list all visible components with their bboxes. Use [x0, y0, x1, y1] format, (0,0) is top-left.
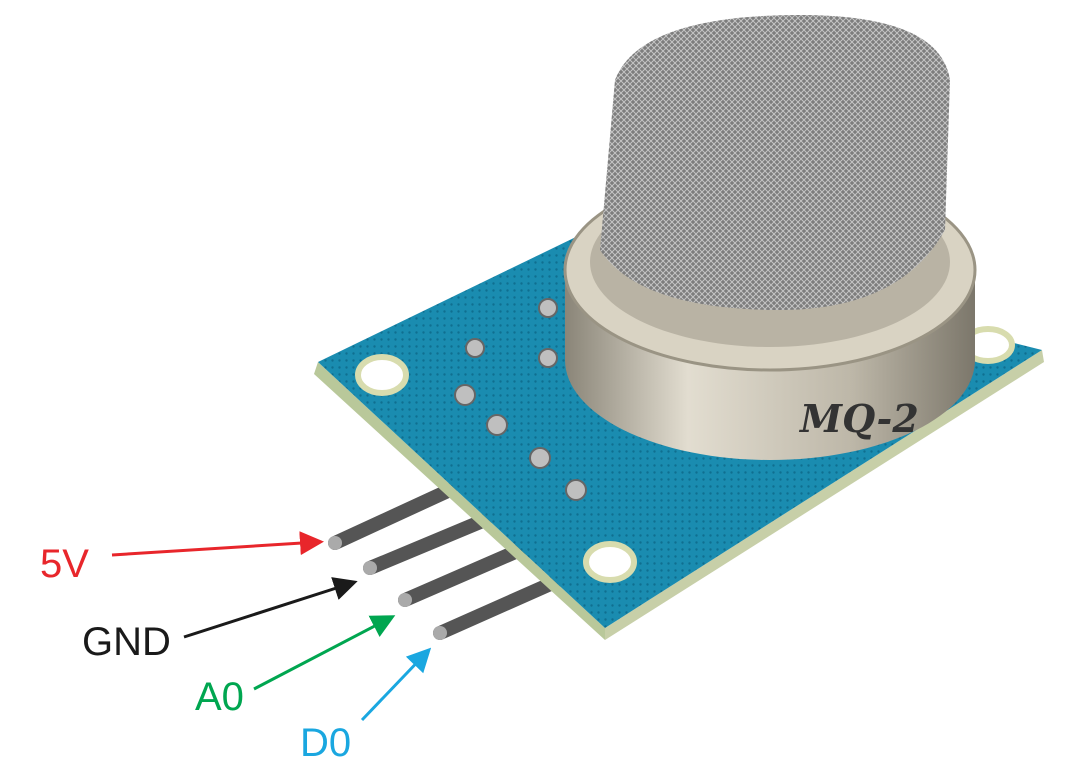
arrow-gnd: [183, 577, 358, 639]
header-pins: [328, 483, 562, 640]
gas-sensor-can: MQ-2: [563, 15, 977, 460]
arrow-5v: [111, 531, 324, 557]
sensor-marking: MQ-2: [798, 396, 919, 441]
pin-label-a0: A0: [195, 675, 244, 719]
arrow-d0: [360, 647, 432, 722]
pin-label-5v: 5V: [40, 542, 89, 586]
arrow-a0: [253, 615, 396, 691]
pin-label-d0: D0: [300, 721, 352, 765]
pin-label-gnd: GND: [82, 620, 171, 664]
pin-arrows: [111, 531, 432, 722]
